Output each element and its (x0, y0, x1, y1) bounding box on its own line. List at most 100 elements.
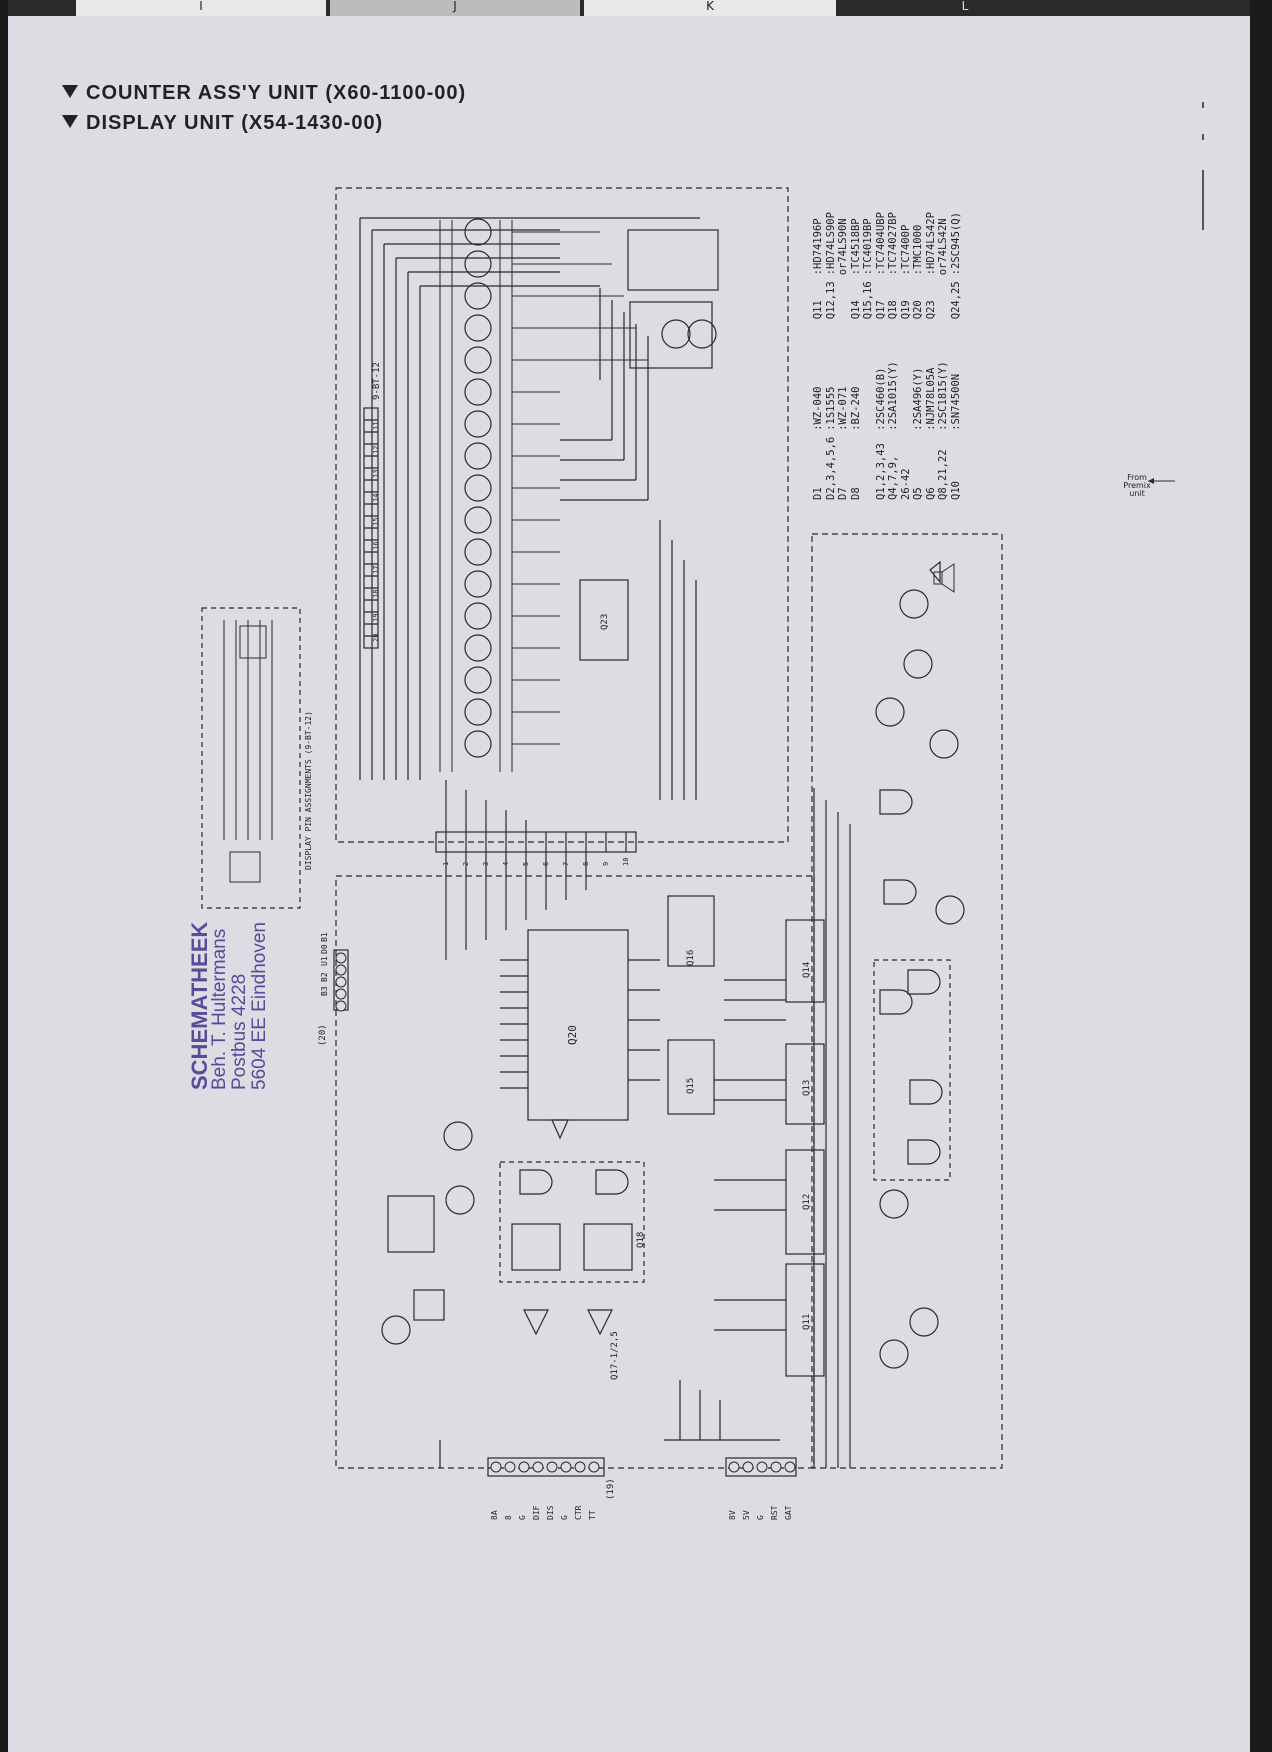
display-pin-5: 5 (522, 861, 530, 866)
heading-counter-text: COUNTER ASS'Y UNIT (X60-1100-00) (86, 82, 467, 104)
conn-br-2: G (756, 1515, 765, 1520)
part-ref: Q23 (924, 300, 937, 320)
part-ref: Q12,13 (824, 281, 837, 320)
display-pin-9: 9 (602, 861, 610, 866)
part-ref: D2,3,4,5,6 (824, 436, 837, 500)
part-val (862, 355, 875, 431)
part-val: :SN74500N (949, 373, 962, 431)
conn-bl-3: DIF (532, 1505, 541, 1520)
conn-bl-7: TT (588, 1510, 597, 1520)
q16-label: Q16 (686, 949, 696, 966)
nand-gate (595, 1169, 629, 1195)
part-val: or74LS90N (837, 218, 849, 276)
stamp-title: SCHEMATHEEK (187, 921, 212, 1090)
part-val: :BZ-240 (849, 386, 862, 431)
part-ref (862, 431, 875, 500)
driver-transistors (464, 218, 492, 758)
part-val: :HD74LS42P (924, 212, 937, 276)
part-ref: Q15,16 (862, 281, 874, 320)
part-ref: D7 (837, 487, 849, 500)
part-ref: Q19 (899, 300, 912, 320)
part-val: :2SC460(B) (874, 367, 887, 431)
q11-label: Q11 (802, 1313, 812, 1330)
display-pin-2: 2 (462, 861, 470, 866)
bridge-rectifier (627, 229, 719, 291)
conn-bl-5: G (560, 1515, 569, 1520)
display-pin-diagram (223, 620, 273, 883)
display-caption: DISPLAY PIN ASSIGNMENTS (9-BT-12) (304, 711, 313, 870)
display-type-label: 9-BT-12 (372, 362, 382, 400)
q20-ic (527, 929, 629, 1121)
display-pin-7: 7 (562, 861, 570, 866)
display-pin-12: 12 (372, 445, 380, 454)
part-ref: Q20 (912, 300, 924, 320)
display-pin-8: 8 (582, 861, 590, 866)
page-tab-i: I (76, 0, 326, 16)
part-val: :HD74LS90P (824, 212, 837, 276)
conn-tl-2: B1 (320, 932, 329, 942)
stamp-line: Postbus 4228 (229, 973, 250, 1090)
display-pin-4: 4 (502, 861, 510, 866)
speaker-icon (933, 563, 955, 593)
q20-label: Q20 (566, 1025, 579, 1045)
q12-label: Q12 (802, 1193, 812, 1210)
page-tab-l: L (840, 0, 1090, 16)
q11-ic (785, 1263, 825, 1377)
part-val: :TC74027BP (887, 212, 899, 276)
part-val: :TC7400P (899, 224, 912, 276)
inverter (587, 1309, 613, 1336)
display-pin-16: 16 (372, 541, 380, 550)
display-pin-13: 13 (372, 469, 380, 478)
part-ref: 26-42 (899, 468, 912, 500)
from-premix-label: From Premix unit (1123, 473, 1151, 498)
conn-tl-3: B2 (320, 972, 329, 982)
parts-row: Q5:2SA496(Y) Q20:TMC1000 (912, 206, 925, 500)
part-val (900, 355, 913, 431)
page-tab-k: K (584, 0, 836, 16)
display-pin-20: 20 (372, 633, 380, 642)
q14-ic (785, 919, 825, 1003)
part-ref: Q11 (812, 300, 824, 320)
transformer-block (629, 301, 713, 369)
inter-unit-connector (435, 831, 637, 853)
part-val: :2SC945(Q) (949, 212, 962, 276)
q18-flipflop-box (499, 1161, 645, 1283)
triangle-icon (62, 85, 78, 98)
conn-tl-4: B3 (320, 986, 329, 996)
part-val: :HD74196P (812, 218, 824, 276)
part-ref (937, 275, 950, 319)
part-ref (837, 275, 850, 319)
heading-display-text: DISPLAY UNIT (X54-1430-00) (86, 112, 384, 134)
part-val: :WZ-040 (812, 386, 824, 431)
conn-bl-1: 8 (504, 1515, 513, 1520)
nand-gate (519, 1169, 553, 1195)
display-pin-6: 6 (542, 861, 550, 866)
part-val: :TC7404UBP (874, 212, 887, 276)
connector-bottom-right (725, 1457, 797, 1477)
part-val: :2SA496(Y) (912, 367, 924, 431)
stamp-line: 5604 EE Eindhoven (249, 922, 270, 1090)
display-pin-assignment-box (201, 607, 301, 909)
part-val: :TC4518BP (849, 218, 862, 276)
part-ref: Q4,7,9, (887, 455, 899, 500)
part-ref: Q10 (949, 481, 962, 500)
arrow-icon (1148, 478, 1175, 484)
parts-row: Q1,2,3,43:2SC460(B) Q17:TC7404UBP (875, 206, 888, 500)
parts-row: 26-42 Q19 :TC7400P (900, 206, 913, 500)
parts-row: Q10:SN74500N Q24,25:2SC945(Q) (950, 206, 963, 500)
conn-br-0: 8V (728, 1510, 737, 1520)
display-pin-11: 11 (372, 421, 380, 430)
part-ref: Q14 (849, 300, 862, 320)
q15-label: Q15 (686, 1077, 696, 1094)
parts-row: Q4,7,9,:2SA1015(Y) Q18:TC74027BP (887, 206, 900, 500)
parts-row: D2,3,4,5,6:1S1555 Q12,13:HD74LS90P (825, 206, 838, 500)
conn-bl-0: 8A (490, 1510, 499, 1520)
connector-top-label: (20) (318, 1024, 328, 1046)
display-pin-18: 18 (372, 589, 380, 598)
parts-row: Q8,21,22:2SC1815(Y) or74LS42N (937, 206, 950, 500)
display-pin-3: 3 (482, 861, 490, 866)
part-val: :TC4019BP (862, 218, 874, 276)
conn-br-1: 5V (742, 1510, 751, 1520)
part-ref: Q17 (874, 300, 887, 320)
